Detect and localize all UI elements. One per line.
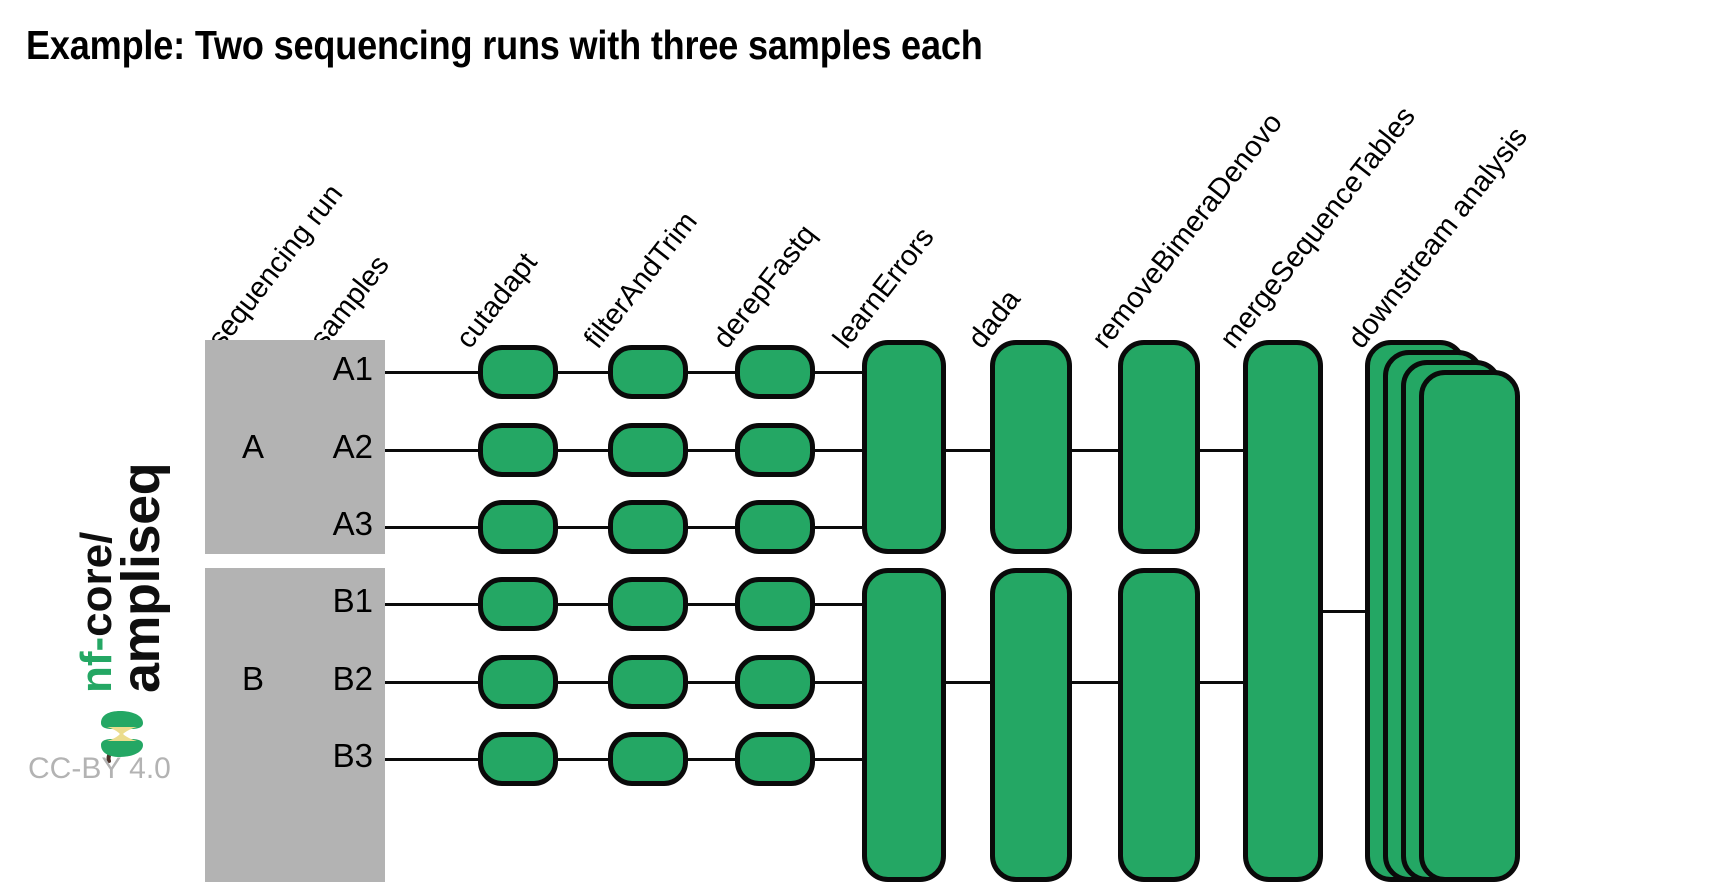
edge-merge-to-downstream (1323, 609, 1365, 613)
node-downstream-analysis-4 (1419, 370, 1520, 882)
node-cutadapt-A2 (478, 423, 558, 477)
run-label-A: A (241, 428, 264, 465)
edge-B2-to-derepFastq (688, 680, 735, 684)
column-header-cutadapt: cutadapt (449, 247, 544, 355)
edge-A3-to-learnErrors (815, 525, 862, 529)
node-derepFastq-A3 (735, 500, 815, 554)
column-header-derepfastq: derepFastq (706, 219, 823, 355)
run-block-A (205, 340, 385, 554)
column-header-filterandtrim: filterAndTrim (577, 206, 704, 355)
edge-B2-to-learnErrors (815, 680, 862, 684)
node-derepFastq-A2 (735, 423, 815, 477)
node-cutadapt-A1 (478, 345, 558, 399)
node-derepFastq-B2 (735, 655, 815, 709)
license-text: CC-BY 4.0 (28, 752, 171, 785)
node-derepFastq-B1 (735, 577, 815, 631)
edge-B1-to-learnErrors (815, 602, 862, 606)
node-filterAndTrim-B2 (608, 655, 688, 709)
node-filterAndTrim-B3 (608, 732, 688, 786)
column-header-learnerrors: learnErrors (826, 221, 941, 355)
edge-A3-to-derepFastq (688, 525, 735, 529)
node-dada-run-B (990, 568, 1072, 882)
edge-B3-to-learnErrors (815, 757, 862, 761)
nf-core-apple-icon (93, 703, 151, 765)
nf-core-ampliseq-logo: nf-core/ ampliseq (47, 345, 197, 765)
run-block-B (205, 568, 385, 882)
edge-B3-to-cutadapt (385, 757, 478, 761)
sample-label-B3: B3 (332, 737, 373, 774)
node-derepFastq-A1 (735, 345, 815, 399)
node-derepFastq-B3 (735, 732, 815, 786)
node-mergeSequenceTables (1243, 340, 1323, 882)
edge-B1-to-derepFastq (688, 602, 735, 606)
edge-run-B-to-merge (1200, 680, 1243, 684)
edge-A2-to-filterAndTrim (558, 448, 608, 452)
edge-run-B-dada (946, 680, 990, 684)
node-dada-run-A (990, 340, 1072, 554)
node-cutadapt-B3 (478, 732, 558, 786)
edge-A2-to-learnErrors (815, 448, 862, 452)
edge-B3-to-filterAndTrim (558, 757, 608, 761)
edge-A2-to-cutadapt (385, 448, 478, 452)
logo-pipeline-text: ampliseq (111, 462, 172, 693)
node-removeBimeraDenovo-run-B (1118, 568, 1200, 882)
sample-label-B2: B2 (332, 660, 373, 697)
edge-B1-to-cutadapt (385, 602, 478, 606)
edge-A1-to-cutadapt (385, 370, 478, 374)
edge-run-B-removeBimeraDenovo (1072, 680, 1118, 684)
node-cutadapt-A3 (478, 500, 558, 554)
node-filterAndTrim-B1 (608, 577, 688, 631)
edge-A2-to-derepFastq (688, 448, 735, 452)
sample-label-A2: A2 (332, 428, 373, 465)
edge-run-A-to-merge (1200, 448, 1243, 452)
node-cutadapt-B1 (478, 577, 558, 631)
edge-A1-to-learnErrors (815, 370, 862, 374)
page-title: Example: Two sequencing runs with three … (26, 22, 983, 68)
sample-label-A1: A1 (332, 350, 373, 387)
edge-B2-to-filterAndTrim (558, 680, 608, 684)
node-cutadapt-B2 (478, 655, 558, 709)
node-removeBimeraDenovo-run-A (1118, 340, 1200, 554)
node-filterAndTrim-A2 (608, 423, 688, 477)
edge-A3-to-cutadapt (385, 525, 478, 529)
node-filterAndTrim-A3 (608, 500, 688, 554)
run-label-B: B (241, 660, 264, 697)
edge-run-A-dada (946, 448, 990, 452)
node-learnErrors-run-A (862, 340, 946, 554)
node-learnErrors-run-B (862, 568, 946, 882)
edge-B2-to-cutadapt (385, 680, 478, 684)
logo-wordmark: nf-core/ ampliseq (72, 462, 172, 693)
edge-A1-to-filterAndTrim (558, 370, 608, 374)
edge-run-A-removeBimeraDenovo (1072, 448, 1118, 452)
edge-A1-to-derepFastq (688, 370, 735, 374)
node-filterAndTrim-A1 (608, 345, 688, 399)
sample-label-B1: B1 (332, 582, 373, 619)
sample-label-A3: A3 (332, 505, 373, 542)
edge-A3-to-filterAndTrim (558, 525, 608, 529)
edge-B1-to-filterAndTrim (558, 602, 608, 606)
edge-B3-to-derepFastq (688, 757, 735, 761)
